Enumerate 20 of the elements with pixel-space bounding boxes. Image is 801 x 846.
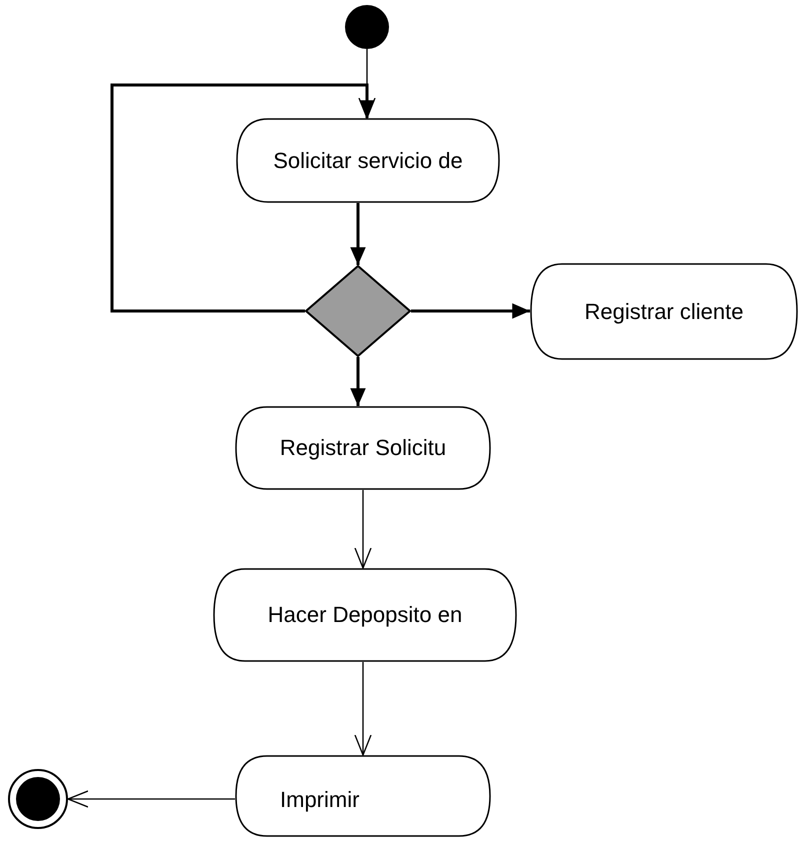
arrow [110,84,375,312]
activity-node [213,568,517,662]
activity-label: Registrar cliente [584,298,744,326]
decision-diamond [305,265,411,357]
arrow [354,490,372,569]
arrow [67,790,235,808]
activity-node [236,118,500,203]
activity-node [530,263,798,360]
activity-node [235,755,491,837]
arrow [411,303,530,319]
activity-label: Hacer Depopsito en [268,601,462,629]
start-node [345,5,389,49]
arrow [350,203,366,265]
arrow [350,357,366,406]
arrow [358,49,376,119]
arrow [354,662,372,756]
activity-label: Imprimir [280,786,360,814]
activity-label: Solicitar servicio de [273,146,463,174]
activity-label: Registrar Solicitu [280,434,446,462]
activity-node [235,406,491,490]
